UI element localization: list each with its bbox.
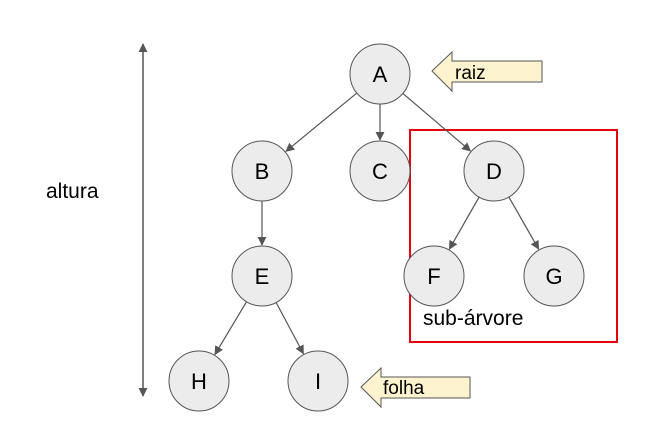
node-b: B	[231, 140, 293, 202]
edge-d-f	[448, 196, 480, 250]
node-i-label: I	[315, 369, 321, 394]
node-h-circle	[168, 350, 230, 412]
node-c-circle	[349, 140, 411, 202]
node-e-label: E	[255, 264, 270, 289]
node-a-label: A	[373, 62, 388, 87]
node-f: F	[403, 245, 465, 307]
node-i-circle	[287, 350, 349, 412]
node-g-label: G	[545, 264, 562, 289]
node-h: H	[168, 350, 230, 412]
root-callout: raiz	[431, 50, 543, 93]
edges-layer	[214, 92, 540, 356]
root-callout-arrow	[431, 50, 543, 93]
node-d: D	[463, 140, 525, 202]
node-c: C	[349, 140, 411, 202]
node-g-circle	[523, 245, 585, 307]
node-b-circle	[231, 140, 293, 202]
subtree-box	[409, 129, 618, 343]
edge-e-i	[275, 302, 304, 355]
node-e-circle	[231, 245, 293, 307]
node-a-circle	[349, 43, 411, 105]
leaf-callout-label: folha	[383, 378, 425, 399]
leaf-callout: folha	[360, 366, 471, 409]
node-g: G	[523, 245, 585, 307]
node-a: A	[349, 43, 411, 105]
node-b-label: B	[255, 159, 270, 184]
subtree-label: sub-árvore	[423, 307, 523, 330]
node-d-circle	[463, 140, 525, 202]
node-f-circle	[403, 245, 465, 307]
edge-e-h	[214, 301, 248, 356]
node-i: I	[287, 350, 349, 412]
node-c-label: C	[372, 159, 388, 184]
edge-a-b	[285, 92, 358, 152]
height-label: altura	[46, 180, 99, 203]
node-h-label: H	[191, 369, 207, 394]
node-f-label: F	[427, 264, 440, 289]
nodes-layer: A B C D E F G H I	[168, 43, 585, 412]
edge-a-d	[402, 92, 472, 152]
leaf-callout-arrow	[360, 366, 471, 409]
node-d-label: D	[486, 159, 502, 184]
root-callout-label: raiz	[455, 63, 486, 84]
edge-d-g	[508, 196, 540, 250]
node-e: E	[231, 245, 293, 307]
